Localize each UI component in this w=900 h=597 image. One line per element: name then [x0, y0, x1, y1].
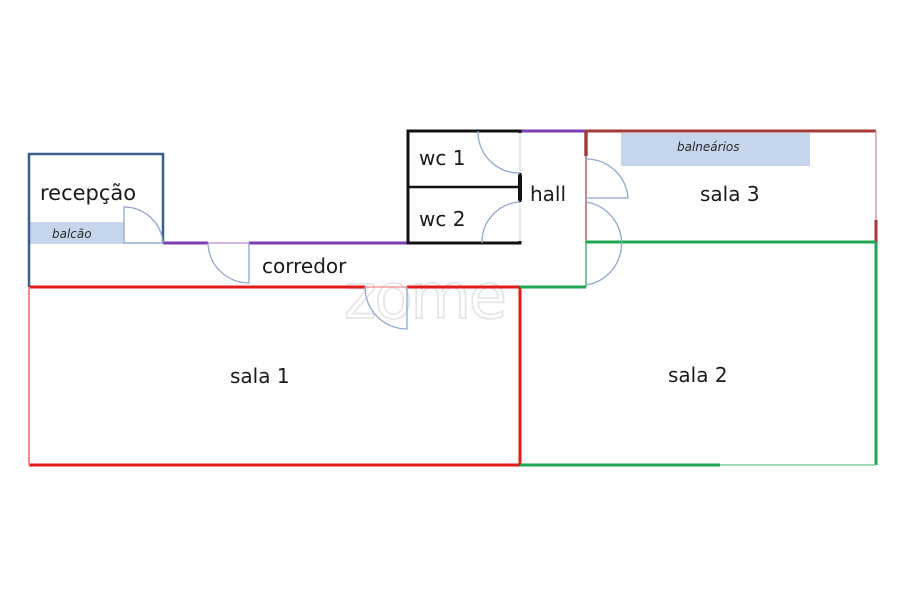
sala3-door-icon	[585, 158, 629, 199]
fixture-label-balnearios: balneários	[677, 140, 740, 154]
watermark-text: zome	[344, 260, 505, 333]
sala2-walls	[520, 240, 878, 467]
room-label-wc1: wc 1	[419, 146, 465, 170]
sala1-walls	[28, 285, 522, 467]
wc2-door-icon	[481, 201, 521, 244]
wc-walls	[406, 129, 522, 245]
room-label-corredor: corredor	[262, 254, 347, 278]
recepcao-door-icon	[123, 206, 164, 244]
room-label-sala2: sala 2	[668, 363, 728, 387]
room-label-wc2: wc 2	[419, 207, 465, 231]
wc1-door-icon	[477, 130, 521, 174]
balcao-counter	[30, 222, 124, 244]
sala1-door-icon	[364, 286, 408, 330]
fixture-label-balcao: balcão	[52, 227, 92, 241]
doors	[123, 130, 629, 330]
sala3-walls	[584, 129, 878, 242]
room-label-sala3: sala 3	[700, 182, 760, 206]
corridor-door-icon	[207, 242, 250, 284]
recepcao-walls	[27, 152, 165, 287]
room-label-recepcao: recepção	[40, 181, 136, 205]
room-label-hall: hall	[530, 182, 566, 206]
sala2-door-icon	[585, 201, 623, 286]
balnearios-area	[621, 133, 810, 166]
room-label-sala1: sala 1	[230, 364, 290, 388]
corridor-walls	[163, 129, 586, 245]
